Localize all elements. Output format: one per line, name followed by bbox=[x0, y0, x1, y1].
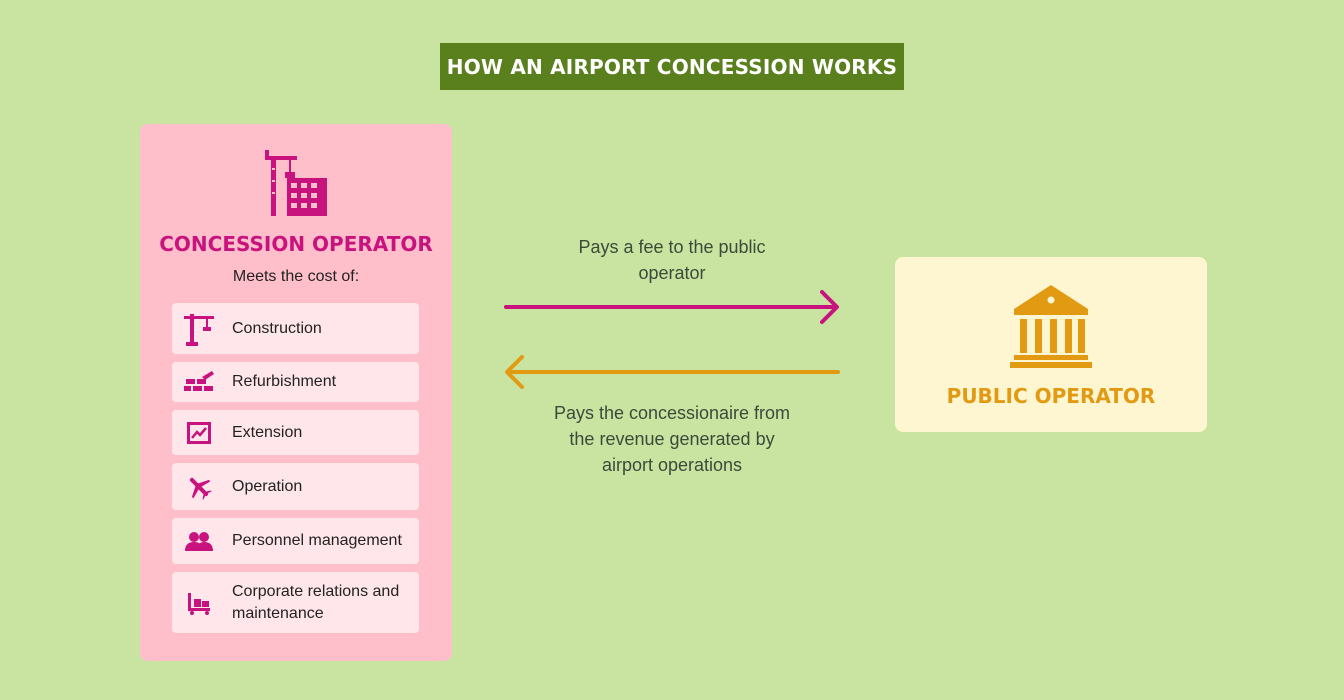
government-building-icon bbox=[1010, 285, 1092, 368]
cost-item-construction: Construction bbox=[172, 303, 419, 354]
flow-label-to-concession: Pays the concessionaire from the revenue… bbox=[553, 403, 791, 475]
flow-label-to-public: Pays a fee to the public operator bbox=[578, 237, 766, 283]
concession-operator-panel: CONCESSION OPERATOR Meets the cost of: C… bbox=[140, 124, 452, 661]
arrow-to-concession-operator bbox=[505, 355, 840, 389]
crane-icon bbox=[184, 313, 214, 346]
flow-arrows bbox=[504, 290, 840, 389]
bricks-trowel-icon bbox=[184, 367, 214, 397]
cost-item-refurbishment: Refurbishment bbox=[172, 362, 419, 402]
cost-item-label: Operation bbox=[232, 477, 303, 495]
growth-chart-icon bbox=[184, 418, 214, 448]
luggage-trolley-icon bbox=[184, 588, 214, 618]
concession-operator-subtitle: Meets the cost of: bbox=[232, 268, 360, 285]
concession-operator-title: CONCESSION OPERATOR bbox=[159, 232, 433, 256]
cost-item-operation: Operation bbox=[172, 463, 419, 510]
cost-item-extension: Extension bbox=[172, 410, 419, 455]
airplane-icon bbox=[184, 472, 214, 502]
cost-item-label: Corporate relations and maintenance bbox=[232, 582, 400, 622]
public-operator-title: PUBLIC OPERATOR bbox=[946, 384, 1156, 408]
page-title: HOW AN AIRPORT CONCESSION WORKS bbox=[440, 43, 904, 90]
cost-item-label: Extension bbox=[232, 423, 303, 441]
cost-item-label: Construction bbox=[232, 319, 322, 337]
construction-crane-icon bbox=[265, 150, 327, 216]
cost-item-corporate-relations: Corporate relations and maintenance bbox=[172, 572, 419, 633]
cost-item-label: Personnel management bbox=[232, 532, 402, 549]
people-icon bbox=[184, 526, 214, 556]
arrow-to-public-operator bbox=[504, 290, 839, 324]
public-operator-panel: PUBLIC OPERATOR bbox=[895, 257, 1207, 432]
cost-item-label: Refurbishment bbox=[232, 373, 337, 390]
cost-item-personnel-management: Personnel management bbox=[172, 518, 419, 564]
